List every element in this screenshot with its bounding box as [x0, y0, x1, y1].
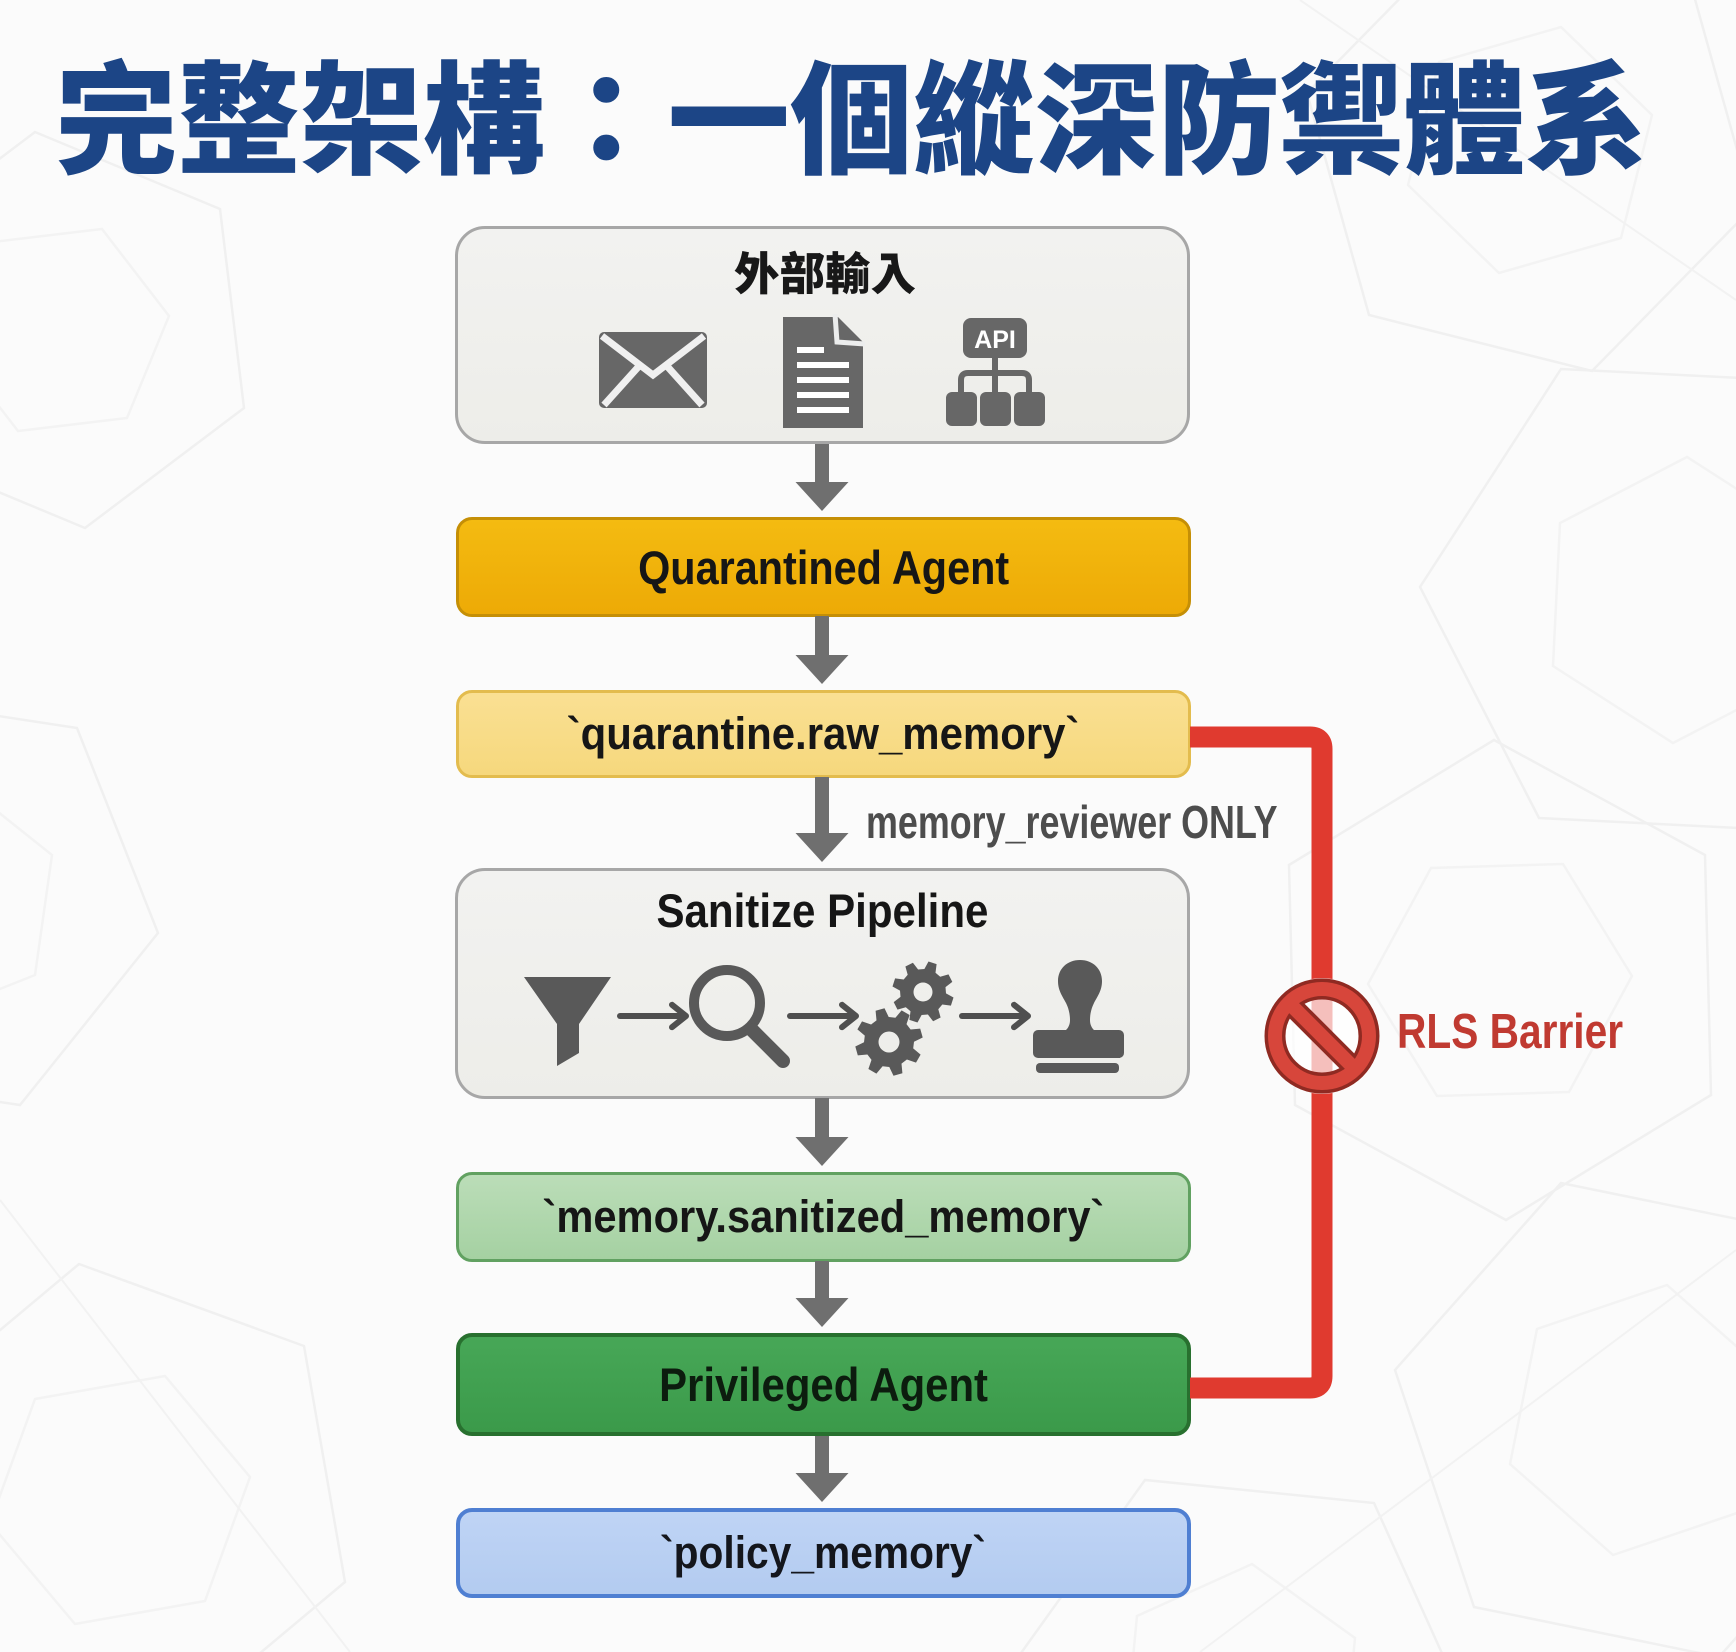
svg-text:API: API — [974, 326, 1016, 354]
